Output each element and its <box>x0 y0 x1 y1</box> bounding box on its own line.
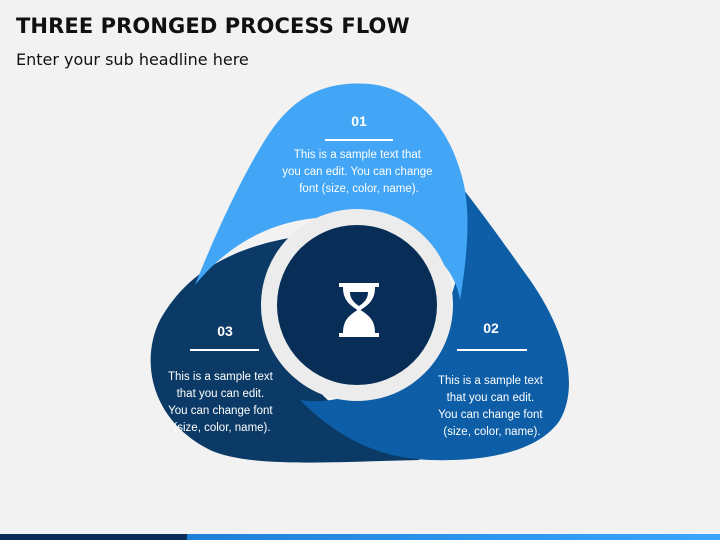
step-02-number: 02 <box>483 320 499 336</box>
step-01-line: you can edit. You can change <box>282 166 432 178</box>
step-03-text: This is a sample text that you can edit.… <box>168 371 276 434</box>
page-subtitle: Enter your sub headline here <box>16 50 249 69</box>
step-01-line: font (size, color, name). <box>299 183 419 195</box>
prong-01 <box>195 83 468 301</box>
hourglass-icon <box>339 283 379 337</box>
step-03-line: that you can edit. <box>177 388 265 400</box>
step-03-number: 03 <box>217 323 233 339</box>
step-02-line: (size, color, name). <box>443 426 540 438</box>
step-03-line: This is a sample text <box>168 371 274 383</box>
step-01-line: This is a sample text that <box>294 149 422 161</box>
step-03-line: (size, color, name). <box>173 422 270 434</box>
step-02-line: that you can edit. <box>447 392 535 404</box>
step-03-line: You can change font <box>168 405 273 417</box>
step-02-line: This is a sample text <box>438 375 544 387</box>
step-02-text: This is a sample text that you can edit.… <box>438 375 546 438</box>
step-01-number: 01 <box>351 113 367 129</box>
footer-accent-bar <box>0 534 720 540</box>
step-02-line: You can change font <box>438 409 543 421</box>
page-title: THREE PRONGED PROCESS FLOW <box>16 14 410 38</box>
step-01-text: This is a sample text that you can edit.… <box>282 149 435 195</box>
